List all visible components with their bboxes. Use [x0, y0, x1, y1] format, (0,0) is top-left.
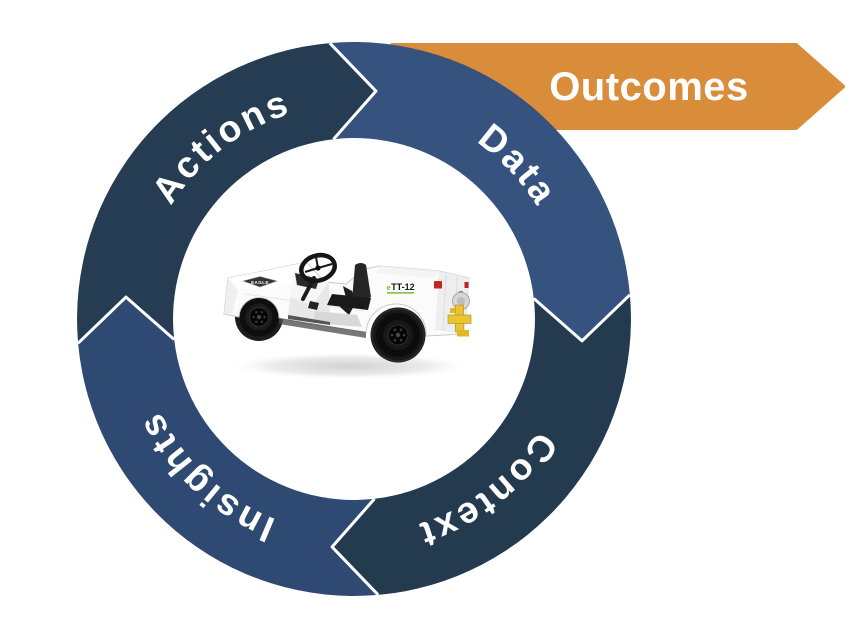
model-number: TT-12	[391, 282, 415, 292]
segment-dividers	[77, 42, 631, 596]
model-subtext-bar	[387, 292, 414, 294]
divider-insights-actions	[77, 295, 176, 345]
eagle-badge-text: EAGLE	[251, 280, 269, 285]
driver-seat	[327, 263, 371, 310]
segment-data	[329, 42, 630, 341]
steering-wheel	[299, 252, 337, 301]
segment-actions	[77, 43, 376, 344]
divider-context-insights	[330, 497, 380, 596]
segment-insights	[78, 297, 379, 596]
red-logo	[434, 281, 442, 289]
outcomes-banner-label: Outcomes	[549, 65, 749, 109]
tow-hitch	[447, 291, 472, 337]
svg-text:eTT-12: eTT-12	[387, 282, 415, 292]
cycle-ring: Actions Data Context Insights	[77, 42, 631, 596]
tractor-shadow	[226, 352, 474, 380]
front-wheel	[235, 293, 283, 341]
eagle-badge: EAGLE	[241, 276, 279, 288]
divider-actions-data	[328, 42, 378, 141]
model-prefix: e	[387, 283, 391, 292]
tow-tractor-image: EAGLE eTT-12	[223, 252, 474, 380]
segment-context	[332, 294, 631, 595]
rear-wheel	[370, 307, 426, 363]
model-label: eTT-12	[387, 282, 415, 294]
divider-data-context	[532, 293, 631, 343]
red-tail-mark	[464, 282, 469, 288]
